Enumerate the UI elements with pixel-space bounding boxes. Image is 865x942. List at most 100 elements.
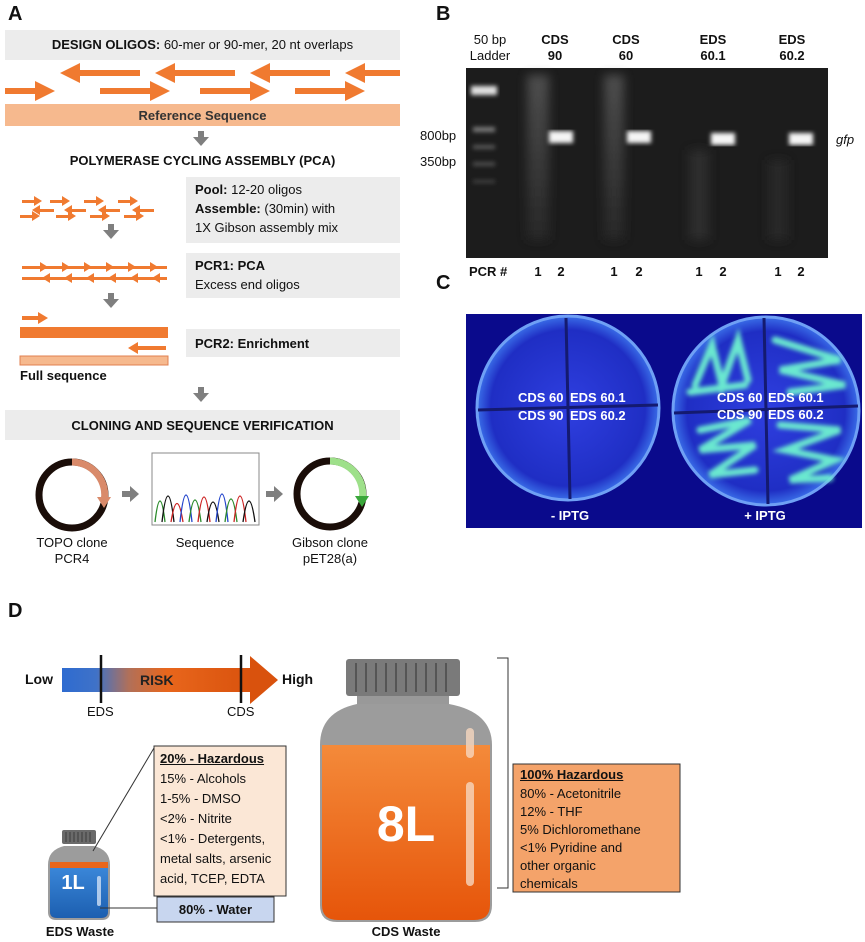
- small-volume-label: 1L: [61, 872, 85, 894]
- pcr-number-label: PCR #: [469, 264, 508, 279]
- reference-sequence-label: Reference Sequence: [138, 108, 267, 123]
- lane-cds60-line2: 60: [618, 48, 634, 63]
- ladder-bands: [471, 86, 497, 183]
- eds-waste-label: EDS Waste: [45, 924, 115, 939]
- panel-a-letter: A: [8, 3, 23, 25]
- lane-eds601-line1: EDS: [699, 32, 727, 47]
- cds-box-line-6: chemicals: [520, 876, 578, 891]
- panel-b-letter: B: [436, 3, 451, 25]
- pcr-number-5: 1: [695, 264, 703, 279]
- cds-box-line-3: 5% Dichloromethane: [520, 822, 641, 837]
- topo-label-2: PCR4: [54, 551, 90, 566]
- eds-box-line-6: acid, TCEP, EDTA: [160, 871, 265, 886]
- pcr-number-4: 2: [635, 264, 643, 279]
- pca-title: POLYMERASE CYCLING ASSEMBLY (PCA): [69, 153, 336, 168]
- risk-label: RISK: [140, 672, 174, 688]
- cds-box-line-5: other organic: [520, 858, 596, 873]
- gel-background: [466, 68, 828, 258]
- lane-eds601-line2: 60.1: [700, 48, 726, 63]
- chromatogram-traces: [154, 493, 256, 523]
- panel-d-letter: D: [8, 600, 23, 622]
- cds-risk-marker: CDS: [227, 704, 255, 719]
- cds-hazard-box: [512, 763, 681, 893]
- pcr-number-6: 2: [719, 264, 727, 279]
- eds-box-line-3: <2% - Nitrite: [160, 811, 232, 826]
- lane-cds90-line1: CDS: [541, 32, 569, 47]
- cds-waste-bottle: [320, 659, 492, 922]
- oligo-row-bottom: [5, 81, 365, 101]
- gibson-label-2: pET28(a): [302, 551, 358, 566]
- assemble-desc: (30min) with: [260, 201, 336, 216]
- plate2-label-tl: CDS 60: [717, 390, 763, 405]
- marker-350bp: 350bp: [420, 154, 457, 169]
- pcr2-label: PCR2: Enrichment: [195, 336, 310, 351]
- ladder-label-2: Ladder: [469, 48, 511, 63]
- plate-plus-iptg: [671, 315, 861, 507]
- design-oligos-desc: 60-mer or 90-mer, 20 nt overlaps: [160, 37, 354, 52]
- plate1-label-tr: EDS 60.1: [570, 390, 626, 405]
- flow-arrows: [103, 131, 209, 402]
- eds-hazard-box: [153, 745, 287, 897]
- plate1-label-tl: CDS 60: [518, 390, 564, 405]
- pool-box: [186, 177, 400, 243]
- pool-text: Pool: 12-20 oligos: [195, 182, 302, 197]
- risk-high-label: High: [282, 671, 314, 687]
- pcr1-desc: Excess end oligos: [195, 277, 300, 292]
- lane-eds602-line1: EDS: [778, 32, 806, 47]
- plate2-label-br: EDS 60.2: [768, 407, 824, 422]
- pcr1-box: [186, 253, 400, 298]
- topo-insert: [71, 458, 109, 503]
- sequence-label: Sequence: [175, 535, 235, 550]
- gibson-label-1: Gibson clone: [292, 535, 368, 550]
- topo-label-1: TOPO clone: [36, 535, 108, 550]
- pool-desc: 12-20 oligos: [227, 182, 302, 197]
- marker-800bp: 800bp: [420, 128, 457, 143]
- full-sequence-label: Full sequence: [20, 368, 107, 383]
- gfp-streaks: [686, 327, 847, 484]
- eds-box-line-5: metal salts, arsenic: [160, 851, 272, 866]
- pcr2-assembly: [19, 312, 169, 366]
- leader-lines: [92, 657, 509, 909]
- assemble-label: Assemble:: [195, 201, 261, 216]
- pool-label: Pool:: [195, 182, 228, 197]
- pcr-number-3: 1: [610, 264, 618, 279]
- gel-smears: [527, 75, 788, 240]
- plate2-label-tr: EDS 60.1: [768, 390, 824, 405]
- eds-box-title: 20% - Hazardous: [160, 751, 265, 766]
- cds-box-title: 100% Hazardous: [520, 767, 624, 782]
- eds-box-line-4: <1% - Detergents,: [160, 831, 266, 846]
- panel-c-letter: C: [436, 272, 451, 294]
- lane-eds602-line2: 60.2: [779, 48, 805, 63]
- design-oligos-text: DESIGN OLIGOS: 60-mer or 90-mer, 20 nt o…: [5, 37, 400, 52]
- pcr-number-2: 2: [557, 264, 565, 279]
- risk-low-label: Low: [25, 671, 53, 687]
- assemble-mix-text: 1X Gibson assembly mix: [195, 220, 339, 235]
- large-volume-label: 8L: [376, 796, 436, 852]
- plate2-label-bl: CDS 90: [717, 407, 763, 422]
- plate1-label-bl: CDS 90: [518, 408, 564, 423]
- oligo-row-top: [60, 63, 400, 83]
- pca-oligos: [20, 196, 154, 221]
- cds-box-line-2: 12% - THF: [520, 804, 583, 819]
- plus-iptg-label: + IPTG: [744, 508, 786, 523]
- pcr1-assembly: [22, 262, 167, 283]
- minus-iptg-label: - IPTG: [550, 508, 590, 523]
- cds-waste-label: CDS Waste: [371, 924, 441, 939]
- cloning-arrows: [122, 486, 283, 502]
- pcr1-label: PCR1: PCA: [195, 258, 266, 273]
- cds-box-line-1: 80% - Acetonitrile: [520, 786, 622, 801]
- ladder-label-1: 50 bp: [473, 32, 507, 47]
- chromatogram: [151, 452, 260, 526]
- eds-risk-marker: EDS: [87, 704, 114, 719]
- pcr-number-1: 1: [534, 264, 542, 279]
- design-oligos-label: DESIGN OLIGOS:: [51, 37, 161, 52]
- eds-box-line-1: 15% - Alcohols: [160, 771, 246, 786]
- eds-box-line-2: 1-5% - DMSO: [160, 791, 241, 806]
- plate-minus-iptg: [475, 314, 661, 502]
- cloning-box: [5, 410, 400, 440]
- design-oligos-box: [5, 30, 400, 60]
